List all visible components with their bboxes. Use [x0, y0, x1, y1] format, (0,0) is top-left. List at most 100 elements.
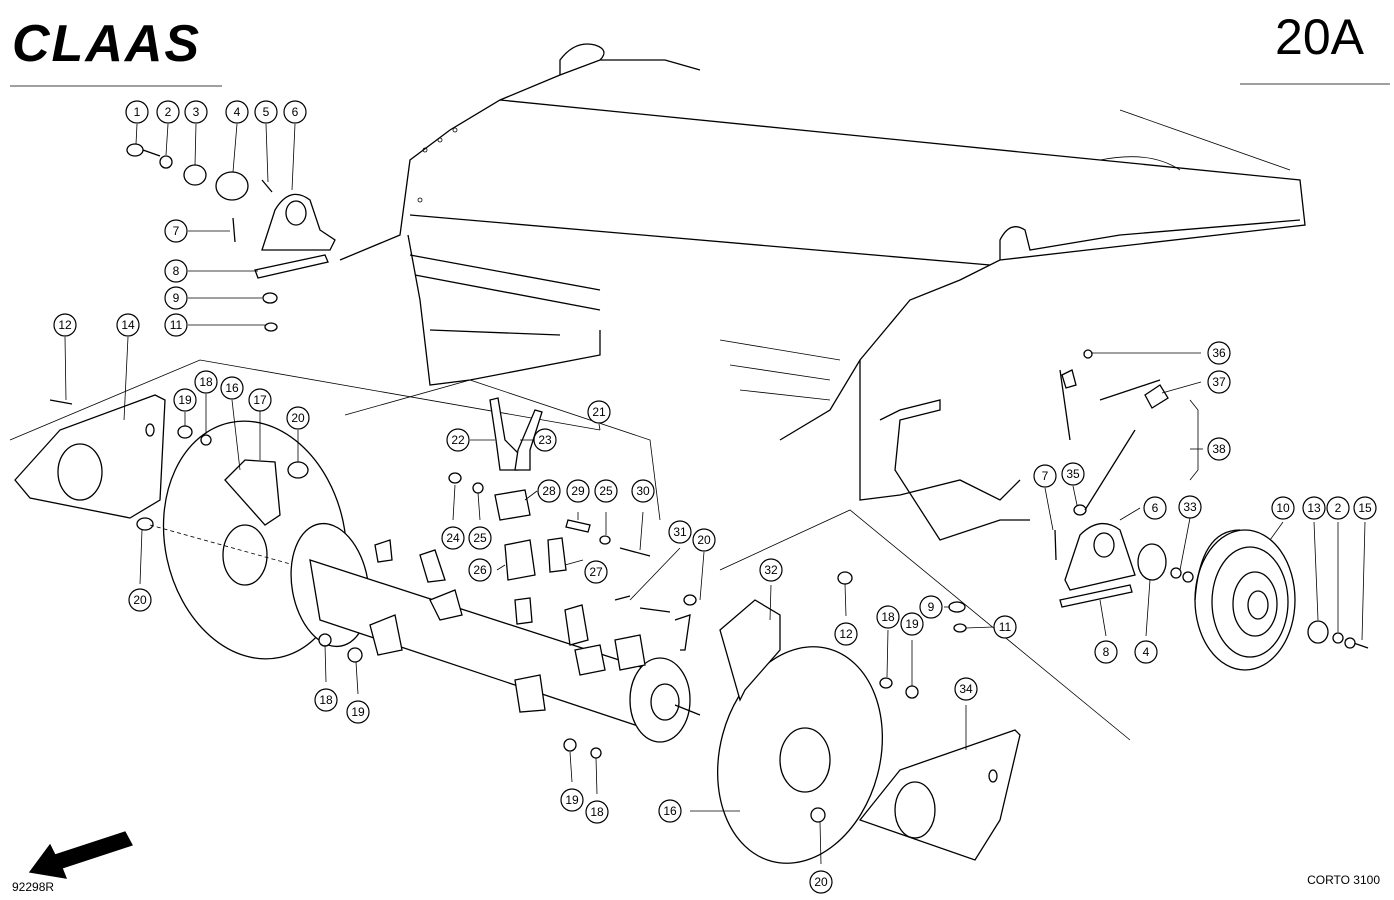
callout-17: 17 [248, 388, 272, 412]
callout-27: 27 [584, 560, 608, 584]
callout-9: 9 [164, 286, 188, 310]
callout-10: 10 [1271, 496, 1295, 520]
callout-37: 37 [1207, 370, 1231, 394]
svg-text:19: 19 [565, 793, 579, 807]
callout-14: 14 [116, 313, 140, 337]
callout-32: 32 [759, 558, 783, 582]
svg-text:33: 33 [1183, 500, 1197, 514]
callout-22: 22 [446, 428, 470, 452]
svg-text:13: 13 [1307, 501, 1321, 515]
callout-28: 28 [537, 479, 561, 503]
svg-text:24: 24 [446, 531, 460, 545]
svg-text:31: 31 [673, 525, 687, 539]
svg-text:2: 2 [165, 105, 172, 119]
left-bearing-assembly [126, 143, 336, 332]
callout-19-right: 19 [900, 612, 924, 636]
svg-text:36: 36 [1212, 346, 1226, 360]
leader-frame-21 [344, 379, 661, 521]
callout-34: 34 [954, 677, 978, 701]
brand-logo: CLAAS [12, 14, 232, 73]
svg-text:16: 16 [225, 381, 239, 395]
svg-text:4: 4 [234, 105, 241, 119]
svg-text:18: 18 [590, 805, 604, 819]
callout-11: 11 [164, 313, 188, 337]
svg-text:2: 2 [1335, 501, 1342, 515]
svg-text:32: 32 [764, 563, 778, 577]
callout-36: 36 [1207, 341, 1231, 365]
callout-16: 16 [220, 376, 244, 400]
callout-9-right: 9 [919, 595, 943, 619]
callout-8-right: 8 [1094, 640, 1118, 664]
callout-3: 3 [184, 100, 208, 124]
brand-logo-text: CLAAS [12, 15, 202, 73]
svg-text:20: 20 [133, 593, 147, 607]
svg-text:19: 19 [351, 705, 365, 719]
callout-19-bottom: 19 [560, 788, 584, 812]
callout-18-right: 18 [876, 605, 900, 629]
svg-text:3: 3 [193, 105, 200, 119]
svg-text:7: 7 [1042, 469, 1049, 483]
callout-20-bottom: 20 [809, 870, 833, 894]
right-disc [563, 599, 919, 864]
callout-4-right: 4 [1134, 640, 1158, 664]
callout-24: 24 [441, 526, 465, 550]
rotor-housing [339, 43, 1306, 386]
callout-15: 15 [1353, 496, 1377, 520]
svg-text:20: 20 [291, 411, 305, 425]
svg-text:38: 38 [1212, 442, 1226, 456]
leader-frame-right [719, 509, 1131, 741]
callout-6-right: 6 [1143, 496, 1167, 520]
svg-text:4: 4 [1143, 645, 1150, 659]
svg-text:27: 27 [589, 565, 603, 579]
svg-text:19: 19 [905, 617, 919, 631]
callout-30: 30 [631, 479, 655, 503]
callout-leaders [64, 123, 1366, 865]
callout-6: 6 [283, 100, 307, 124]
svg-text:15: 15 [1358, 501, 1372, 515]
callout-25: 25 [594, 479, 618, 503]
callout-2-right: 2 [1326, 496, 1350, 520]
callout-26: 26 [468, 558, 492, 582]
right-side-frame [719, 219, 1301, 541]
callout-8: 8 [164, 259, 188, 283]
svg-text:18: 18 [199, 375, 213, 389]
callout-1: 1 [125, 100, 149, 124]
svg-text:16: 16 [663, 804, 677, 818]
svg-text:35: 35 [1066, 467, 1080, 481]
svg-text:10: 10 [1276, 501, 1290, 515]
svg-text:8: 8 [173, 264, 180, 278]
callout-11-right: 11 [993, 615, 1017, 639]
page-number: 20A [1275, 9, 1364, 65]
callout-7-right: 7 [1033, 464, 1057, 488]
callout-5: 5 [254, 100, 278, 124]
callout-7: 7 [164, 219, 188, 243]
svg-text:18: 18 [319, 693, 333, 707]
svg-text:11: 11 [999, 620, 1012, 634]
callout-31: 31 [668, 520, 692, 544]
svg-text:5: 5 [263, 105, 270, 119]
svg-text:21: 21 [592, 405, 606, 419]
svg-text:26: 26 [473, 563, 487, 577]
svg-text:1: 1 [134, 105, 141, 119]
callout-4: 4 [225, 100, 249, 124]
callout-20-center: 20 [692, 528, 716, 552]
model-name: CORTO 3100 [1307, 873, 1380, 887]
svg-text:25: 25 [599, 484, 613, 498]
callout-12-right: 12 [834, 622, 858, 646]
right-bearing-assembly [837, 349, 1369, 671]
callout-38: 38 [1207, 437, 1231, 461]
callout-18-bottom: 18 [585, 800, 609, 824]
svg-text:11: 11 [170, 318, 183, 332]
callout-33: 33 [1178, 495, 1202, 519]
callout-23: 23 [533, 428, 557, 452]
callout-29: 29 [566, 479, 590, 503]
callout-20-left: 20 [128, 588, 152, 612]
svg-text:30: 30 [636, 484, 650, 498]
callout-19: 19 [173, 388, 197, 412]
svg-text:17: 17 [253, 393, 267, 407]
callout-35: 35 [1061, 462, 1085, 486]
svg-text:6: 6 [1152, 501, 1159, 515]
callout-20: 20 [286, 406, 310, 430]
direction-arrow-icon [28, 831, 133, 879]
svg-text:19: 19 [178, 393, 192, 407]
